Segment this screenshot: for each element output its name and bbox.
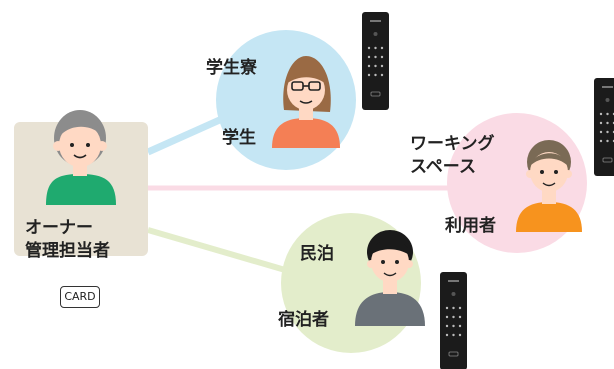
workspace-place-label-line2: スペース — [410, 157, 476, 177]
owner-title-line1: オーナー — [25, 218, 93, 238]
keypad-lock-icon — [362, 12, 389, 110]
minpaku-place-label: 民泊 — [300, 244, 334, 264]
line-owner-minpaku — [147, 227, 293, 275]
owner-title-line2: 管理担当者 — [25, 241, 110, 261]
person-user-icon — [516, 140, 582, 232]
card-badge: CARD — [60, 286, 100, 308]
dorm-place-label: 学生寮 — [206, 58, 257, 78]
keypad-lock-icon — [440, 272, 467, 369]
person-guest-icon — [355, 230, 425, 326]
workspace-place-label-line1: ワーキング — [410, 134, 495, 154]
minpaku-person-label: 宿泊者 — [278, 310, 329, 330]
keypad-lock-icon — [594, 78, 614, 176]
workspace-person-label: 利用者 — [445, 216, 496, 236]
dorm-person-label: 学生 — [222, 128, 256, 148]
person-owner-icon — [46, 110, 116, 205]
person-student-icon — [272, 56, 340, 148]
